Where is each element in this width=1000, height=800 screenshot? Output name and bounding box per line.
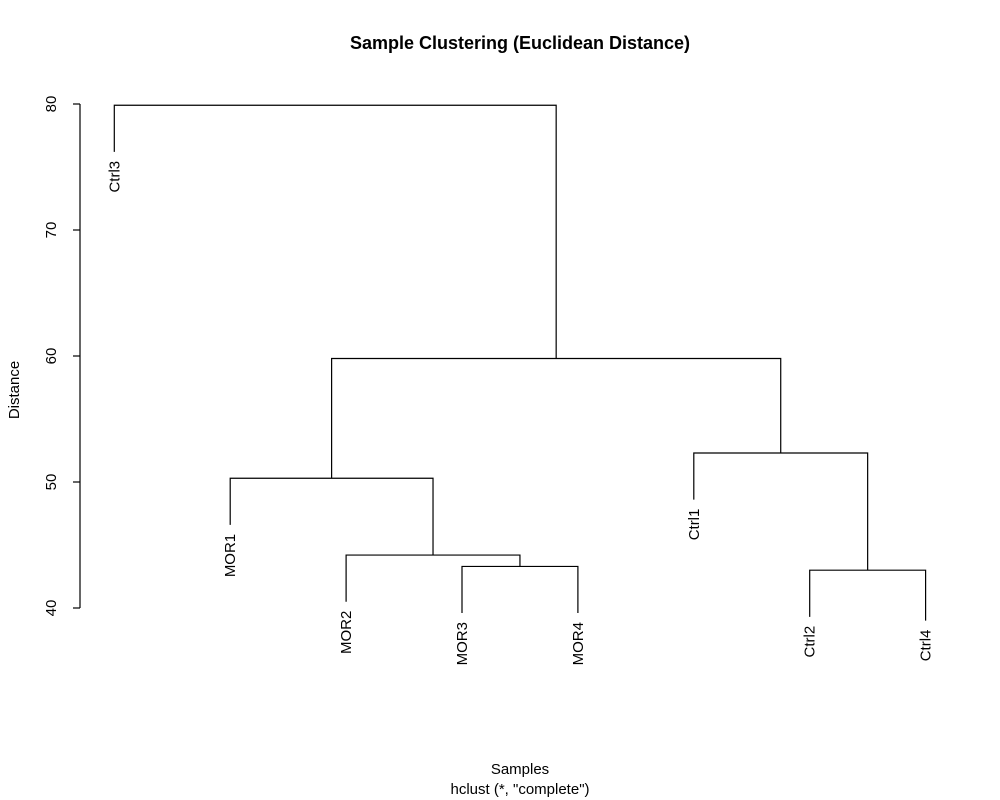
x-axis-sublabel: hclust (*, "complete")	[450, 781, 589, 798]
y-axis: 40 50 60 70 80	[43, 96, 81, 617]
leaf-label-ctrl2: Ctrl2	[802, 626, 819, 658]
merge-m1	[461, 565, 579, 614]
leaf-label-mor4: MOR4	[570, 622, 587, 665]
merge-m2	[809, 569, 927, 621]
merge-m4	[229, 477, 434, 556]
y-tick-label: 60	[43, 348, 60, 365]
merge-m3	[345, 554, 521, 602]
leaf-label-ctrl3: Ctrl3	[106, 161, 123, 193]
leaf-label-ctrl4: Ctrl4	[918, 630, 935, 662]
y-tick-label: 50	[43, 474, 60, 491]
y-axis-label: Distance	[6, 361, 23, 419]
leaf-label-mor2: MOR2	[338, 611, 355, 654]
x-axis-label: Samples	[491, 761, 549, 778]
y-tick-label: 70	[43, 222, 60, 239]
y-tick-label: 80	[43, 96, 60, 113]
merge-m5	[693, 452, 869, 571]
dendrogram-links	[113, 104, 927, 621]
merge-m7	[113, 104, 557, 359]
merge-m6	[331, 357, 782, 479]
y-tick-label: 40	[43, 600, 60, 617]
leaf-label-mor1: MOR1	[222, 534, 239, 577]
leaf-label-ctrl1: Ctrl1	[686, 509, 703, 541]
leaf-label-mor3: MOR3	[454, 622, 471, 665]
chart-title: Sample Clustering (Euclidean Distance)	[350, 33, 690, 53]
